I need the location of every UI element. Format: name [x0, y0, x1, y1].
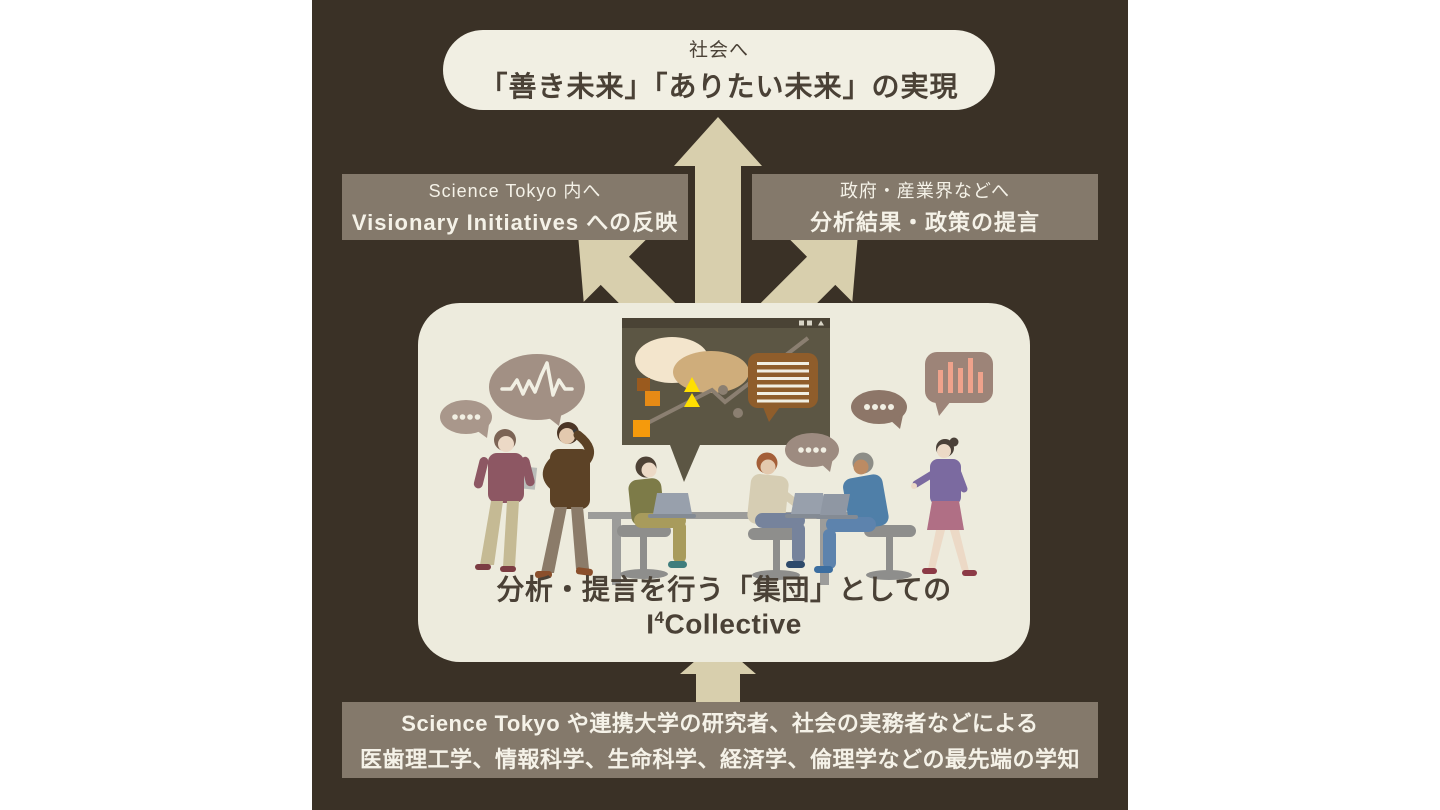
ellipsis-bubble-left-icon — [440, 400, 492, 438]
collective-panel: 分析・提言を行う「集団」としての I4Collective — [418, 303, 1030, 662]
knowledge-input-label: Science Tokyo や連携大学の研究者、社会の実務者などによる 医歯理工… — [342, 702, 1098, 778]
text-bubble-icon — [748, 353, 818, 422]
bar-chart-bubble-icon — [925, 352, 993, 416]
banner-title: 「善き未来」「ありたい未来」の実現 — [479, 71, 959, 102]
input-line1: Science Tokyo や連携大学の研究者、社会の実務者などによる — [401, 711, 1039, 736]
government-industry-output-label: 政府・産業界などへ 分析結果・政策の提言 — [752, 174, 1098, 240]
input-line2: 医歯理工学、情報科学、生命科学、経済学、倫理学などの最先端の学知 — [359, 747, 1080, 772]
person-standing-man-phone — [535, 422, 595, 578]
caption-prefix: 分析・提言を行う「集団」としての I — [496, 573, 952, 639]
caption-suffix: Collective — [664, 608, 802, 639]
caption-superscript: 4 — [654, 607, 665, 627]
ellipsis-bubble-center-icon — [785, 433, 839, 472]
society-goal-banner: 社会へ 「善き未来」「ありたい未来」の実現 — [443, 30, 995, 110]
person-seated-man-center — [747, 452, 805, 568]
collaboration-illustration — [440, 318, 993, 585]
output-right-line1: 政府・産業界などへ — [839, 181, 1011, 201]
presentation-screen-icon — [622, 318, 830, 482]
science-tokyo-output-label: Science Tokyo 内へ Visionary Initiatives へ… — [342, 174, 688, 240]
person-walking-woman — [911, 437, 977, 576]
output-left-line1: Science Tokyo 内へ — [428, 181, 602, 201]
output-right-line2: 分析結果・政策の提言 — [809, 210, 1040, 235]
person-standing-woman — [473, 429, 538, 572]
banner-subtitle: 社会へ — [688, 40, 749, 61]
collective-caption: 分析・提言を行う「集団」としての I4Collective — [418, 568, 1030, 640]
laptops — [648, 493, 858, 519]
output-left-line2: Visionary Initiatives への反映 — [351, 210, 679, 235]
waveform-bubble-icon — [489, 354, 585, 426]
ellipsis-bubble-right-icon — [851, 390, 907, 429]
